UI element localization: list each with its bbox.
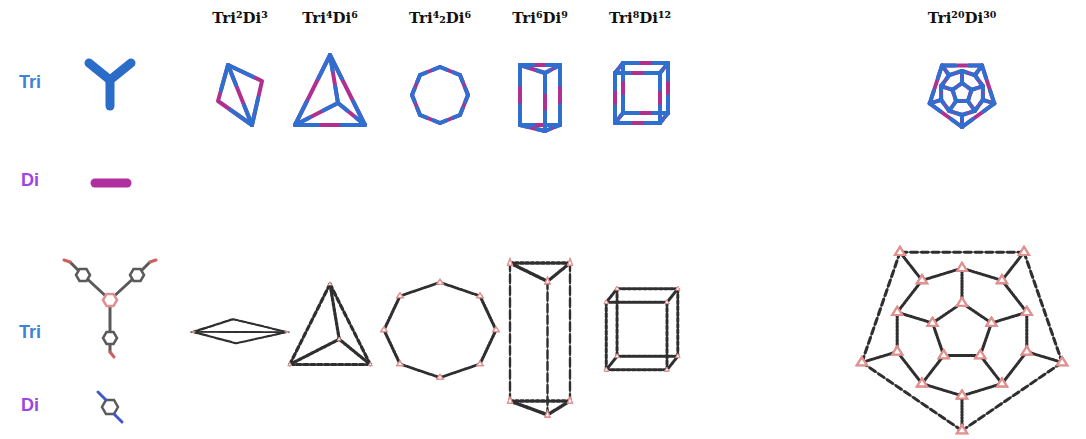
topology-heading: Tri⁴Di⁶ [302,10,358,27]
row-label: Di [21,395,39,416]
molecular-cage-row [188,252,1062,430]
topology-heading: Tri⁴₂Di⁶ [409,10,471,27]
topology-heading: Tri²Di³ [212,10,268,27]
topology-heading: Tri²⁰Di³⁰ [928,10,997,27]
cage-topology-row [218,55,994,131]
row-label: Tri [19,322,41,343]
row-label: Tri [19,72,41,93]
topology-heading: Tri⁸Di¹² [609,10,671,27]
di-icon [95,179,127,188]
topology-heading: Tri⁶Di⁹ [512,10,568,27]
tri-molecule [64,260,156,357]
di-molecule [98,392,122,422]
tri-icon [89,63,131,106]
row-label: Di [21,170,39,191]
